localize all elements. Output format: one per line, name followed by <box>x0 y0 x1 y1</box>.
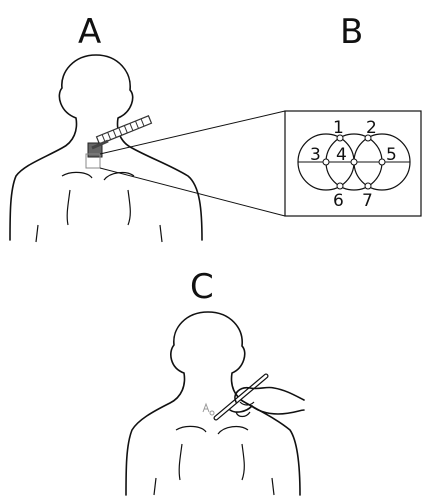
electrode-point-5 <box>379 159 385 165</box>
panel-a-letter: A <box>78 12 101 52</box>
point-label-3: 3 <box>310 145 321 165</box>
electrode-point-4 <box>351 159 357 165</box>
point-label-5: 5 <box>386 145 397 165</box>
point-label-4: 4 <box>336 145 347 165</box>
point-label-2: 2 <box>366 118 377 138</box>
electrode-probe-icon <box>88 116 151 157</box>
hand-with-pen-icon <box>216 376 304 418</box>
panel-a: A <box>10 12 202 242</box>
shoulder-blade-right-c <box>218 427 248 480</box>
point-label-6: 6 <box>333 191 344 211</box>
panel-b: B 1 2 3 4 5 6 7 <box>285 12 421 216</box>
electrode-point-3 <box>323 159 329 165</box>
arm-crease-left-c <box>154 478 156 495</box>
panel-c: C <box>126 267 304 495</box>
shoulder-blade-left-c <box>176 426 206 480</box>
point-label-7: 7 <box>362 191 373 211</box>
shoulder-blade-right-a <box>104 173 134 225</box>
electrode-point-7 <box>365 183 371 189</box>
electrode-point-6 <box>337 183 343 189</box>
panel-c-letter: C <box>190 267 214 307</box>
torso-outline-a <box>10 55 202 240</box>
arm-crease-right-c <box>272 478 274 495</box>
point-label-1: 1 <box>333 118 344 138</box>
torso-outline-c <box>126 312 300 495</box>
shoulder-blade-left-a <box>62 172 92 225</box>
panel-b-letter: B <box>340 12 363 52</box>
arm-crease-left-a <box>36 225 38 242</box>
arm-crease-right-a <box>160 225 162 242</box>
skin-mark-icon <box>203 404 214 415</box>
